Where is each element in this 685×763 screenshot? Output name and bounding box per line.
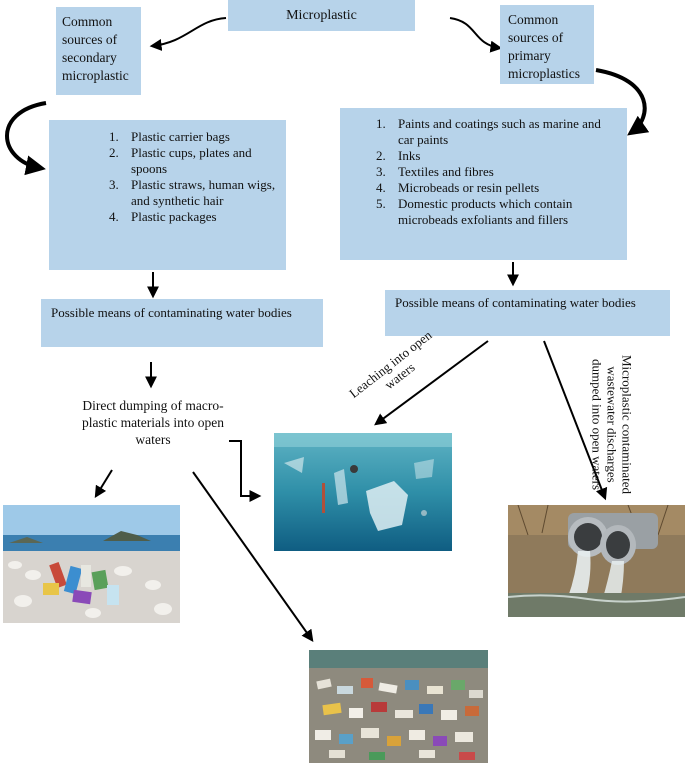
beach-plastic-photo (3, 505, 180, 623)
list-item: 1.Plastic carrier bags (109, 129, 230, 144)
title-text: Microplastic (286, 8, 357, 23)
underwater-plastic-image (274, 433, 452, 551)
title-box: Microplastic (228, 0, 415, 31)
list-item: 2.Plastic cups, plates and spoons (109, 145, 252, 176)
list-item: 3.Plastic straws, human wigs, and synthe… (109, 177, 276, 208)
arrow-wastewater (543, 340, 608, 501)
wastewater-label: Microplastic contaminated wastewater dis… (589, 355, 635, 494)
list-item: 5.Domestic products which contain microb… (376, 196, 573, 227)
arrow-secondary-heading-to-list (5, 101, 47, 176)
underwater-plastic-photo (274, 433, 452, 551)
primary-sources-list-box: 1.Paints and coatings such as marine and… (340, 108, 627, 260)
pipes-discharge-photo (508, 505, 685, 617)
secondary-sources-list-box: 1.Plastic carrier bags 2.Plastic cups, p… (49, 120, 286, 270)
arrow-dumping-to-beach (94, 469, 113, 499)
right-contamination-means: Possible means of contaminating water bo… (395, 295, 636, 310)
secondary-sources-heading: Common sources of secondary microplastic (62, 14, 129, 83)
list-item: 2.Inks (376, 148, 421, 163)
arrow-dumping-to-underwater (229, 440, 262, 502)
arrow-leaching (374, 340, 489, 426)
primary-sources-heading-box: Common sources of primary microplastics (500, 5, 594, 84)
pipes-discharge-image (508, 505, 685, 617)
secondary-sources-heading-box: Common sources of secondary microplastic (56, 7, 141, 95)
right-contamination-means-box: Possible means of contaminating water bo… (385, 290, 670, 336)
river-plastic-photo (309, 650, 488, 763)
beach-plastic-image (3, 505, 180, 623)
river-plastic-image (309, 650, 488, 763)
arrow-dumping-to-river (192, 471, 314, 642)
arrow-title-to-secondary (149, 17, 227, 51)
arrow-title-to-primary (449, 17, 503, 53)
left-contamination-means-box: Possible means of contaminating water bo… (41, 299, 323, 347)
list-item: 4.Plastic packages (109, 209, 217, 224)
list-item: 3.Textiles and fibres (376, 164, 494, 179)
direct-dumping-label: Direct dumping of macro-plastic material… (81, 398, 225, 447)
secondary-sources-list: 1.Plastic carrier bags 2.Plastic cups, p… (109, 129, 278, 225)
left-contamination-means: Possible means of contaminating water bo… (51, 305, 292, 320)
list-item: 4.Microbeads or resin pellets (376, 180, 540, 195)
primary-sources-heading: Common sources of primary microplastics (508, 12, 580, 81)
primary-sources-list: 1.Paints and coatings such as marine and… (376, 116, 619, 228)
list-item: 1.Paints and coatings such as marine and… (376, 116, 601, 147)
arrow-primary-heading-to-list (595, 68, 650, 136)
